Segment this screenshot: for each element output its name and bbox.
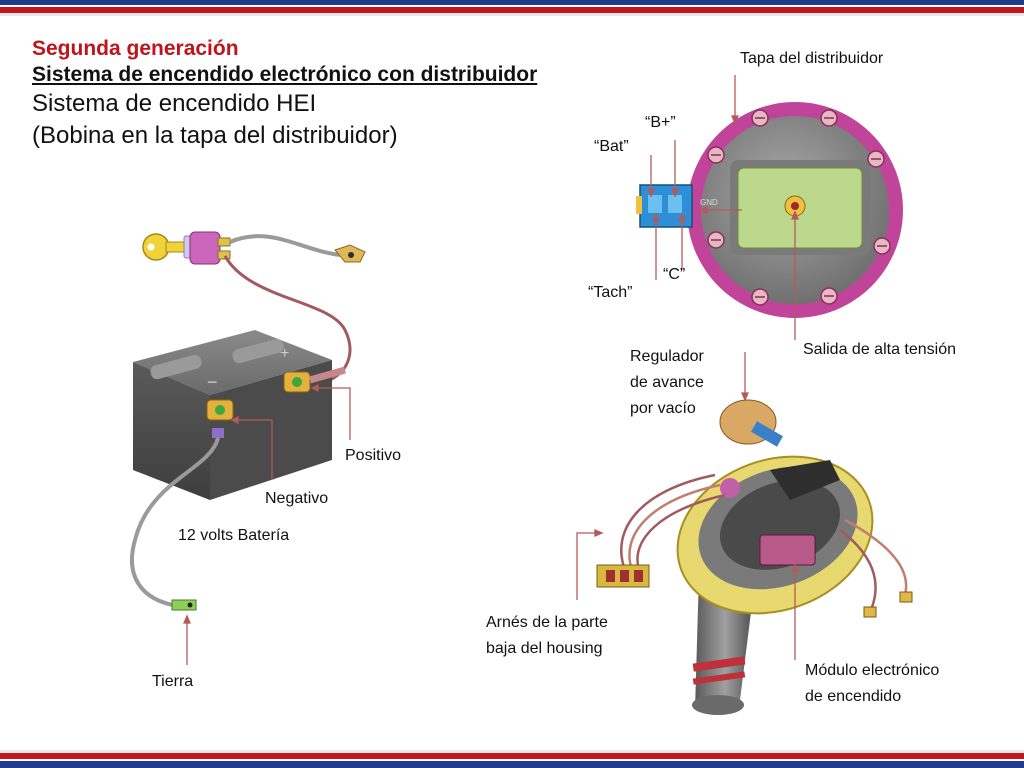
label-battery: 12 volts Batería bbox=[178, 527, 290, 544]
top-border-band bbox=[0, 0, 1024, 16]
switch-to-positive-wire bbox=[223, 255, 352, 382]
harness-connector-icon bbox=[596, 564, 650, 588]
label-vacuum-1: Regulador bbox=[630, 348, 704, 365]
module-terminals bbox=[863, 591, 913, 618]
title-system: Sistema de encendido electrónico con dis… bbox=[32, 63, 538, 86]
battery-icon: + − bbox=[133, 330, 332, 500]
label-vacuum-3: por vacío bbox=[630, 400, 696, 417]
label-c: “C” bbox=[663, 266, 686, 283]
label-negative: Negativo bbox=[265, 490, 329, 507]
negative-terminal bbox=[206, 399, 234, 438]
positive-terminal bbox=[283, 366, 346, 393]
title-hei: Sistema de encendido HEI bbox=[32, 90, 317, 117]
label-module-2: de encendido bbox=[805, 688, 902, 705]
gnd-label: GND bbox=[700, 198, 718, 207]
ignition-wire bbox=[229, 234, 341, 257]
distributor-cap-icon bbox=[687, 102, 903, 318]
ignition-key-icon bbox=[142, 231, 231, 265]
negative-sign: − bbox=[207, 372, 218, 392]
title-coil-note: (Bobina en la tapa del distribuidor) bbox=[32, 122, 398, 149]
distributor-housing-icon bbox=[676, 455, 874, 615]
positive-sign: + bbox=[280, 345, 289, 362]
ground-cable bbox=[130, 437, 220, 608]
label-bplus: “B+” bbox=[645, 114, 676, 131]
label-cap: Tapa del distribuidor bbox=[740, 50, 884, 67]
title-generation: Segunda generación bbox=[32, 37, 239, 60]
label-ground: Tierra bbox=[152, 673, 194, 690]
bottom-border-band bbox=[0, 750, 1024, 768]
label-hv-out: Salida de alta tensión bbox=[803, 341, 956, 358]
label-bat: “Bat” bbox=[594, 138, 629, 155]
ground-lug bbox=[171, 599, 197, 611]
label-harness-1: Arnés de la parte bbox=[486, 614, 608, 631]
distributor-callouts bbox=[576, 352, 799, 660]
cap-callouts bbox=[647, 75, 799, 340]
label-harness-2: baja del housing bbox=[486, 640, 603, 657]
title-block: Segunda generación Sistema de encendido … bbox=[32, 36, 537, 152]
label-vacuum-2: de avance bbox=[630, 374, 704, 391]
label-tach: “Tach” bbox=[588, 284, 633, 301]
battery-callouts bbox=[183, 383, 351, 665]
label-module-1: Módulo electrónico bbox=[805, 662, 940, 679]
vacuum-advance-icon bbox=[719, 399, 783, 447]
wire-end-connector bbox=[334, 244, 366, 263]
label-positive: Positivo bbox=[345, 447, 402, 464]
harness-wires bbox=[620, 473, 908, 613]
